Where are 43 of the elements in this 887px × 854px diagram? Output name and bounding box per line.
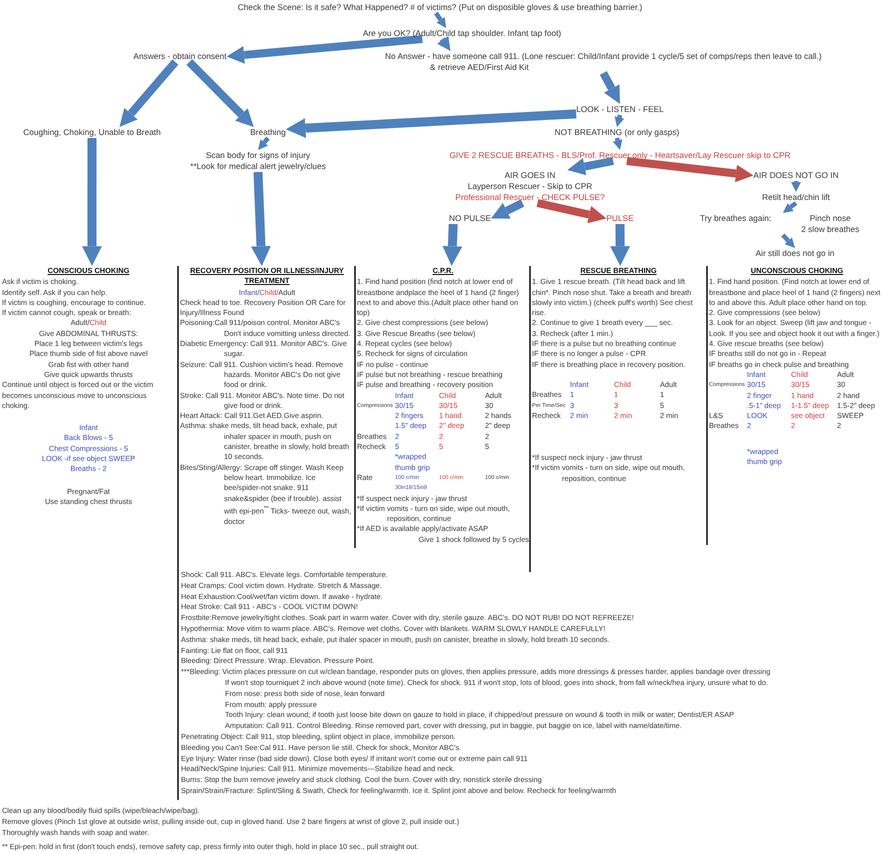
block-arrow [626, 157, 754, 182]
block-arrow [490, 199, 524, 219]
block-arrow [437, 36, 450, 51]
block-arrow [567, 157, 614, 176]
block-arrow [600, 71, 620, 104]
block-arrow [781, 233, 795, 248]
step-text: Answers - obtain consent [133, 51, 227, 62]
block-arrow [610, 224, 630, 266]
step-text: GIVE 2 RESCUE BREATHS - BLS/Prof. Rescuer only - Heartsaver/Lay Rescuer skip to CPR [449, 150, 791, 161]
step-text: Scan body for signs of injury [206, 150, 310, 161]
step-text: No Answer - have someone call 911. (Lone rescuer: Child/Infant provide 1 cycle/5 set of comps/reps then leave to call.) [385, 51, 822, 62]
step-text: Retilt head/chin lift [762, 192, 830, 203]
block-arrow [614, 114, 624, 127]
step-text: Are you OK? (Adult/Child tap shoulder. Infant tap foot) [362, 28, 562, 39]
step-text: Coughing, Choking, Unable to Breath [23, 127, 161, 138]
step-text: LOOK - LISTEN - FEEL [576, 104, 664, 115]
step-text: PULSE [606, 213, 634, 224]
block-arrow [186, 59, 254, 127]
block-arrow [612, 137, 622, 150]
block-arrow [82, 138, 102, 266]
block-arrow [226, 35, 423, 64]
step-text: Check the Scene: Is it safe? What Happened? # of victims? (Put on disposible gloves & use breathing barrier.) [238, 2, 642, 13]
step-text: NOT BREATHING (or only gasps) [554, 127, 680, 138]
step-text: Try breathes again: [700, 213, 772, 224]
block-arrow [434, 12, 446, 28]
step-text: AIR GOES IN [504, 170, 556, 181]
step-text: & retrieve AED/First Aid Kit [429, 62, 529, 73]
step-text: Breathing [250, 127, 286, 138]
block-arrow [791, 181, 801, 192]
block-arrow [536, 199, 606, 224]
block-arrow [251, 172, 271, 266]
block-arrow [442, 224, 462, 266]
step-text: **Look for medical alert jewelry/clues [190, 161, 326, 172]
block-arrow [120, 59, 178, 127]
step-text: AIR DOES NOT GO IN [753, 170, 839, 181]
step-text: Air still does not go in [756, 248, 834, 259]
step-text: 2 slow breathes [801, 224, 860, 235]
step-text: Layperson Rescuer - Skip to CPR [468, 181, 592, 192]
block-arrow [782, 201, 798, 213]
step-text: Professional Rescuer - CHECK PULSE? [455, 192, 605, 203]
step-text: NO PULSE [449, 213, 491, 224]
block-arrow [258, 136, 270, 150]
step-text: Pinch nose [810, 213, 851, 224]
